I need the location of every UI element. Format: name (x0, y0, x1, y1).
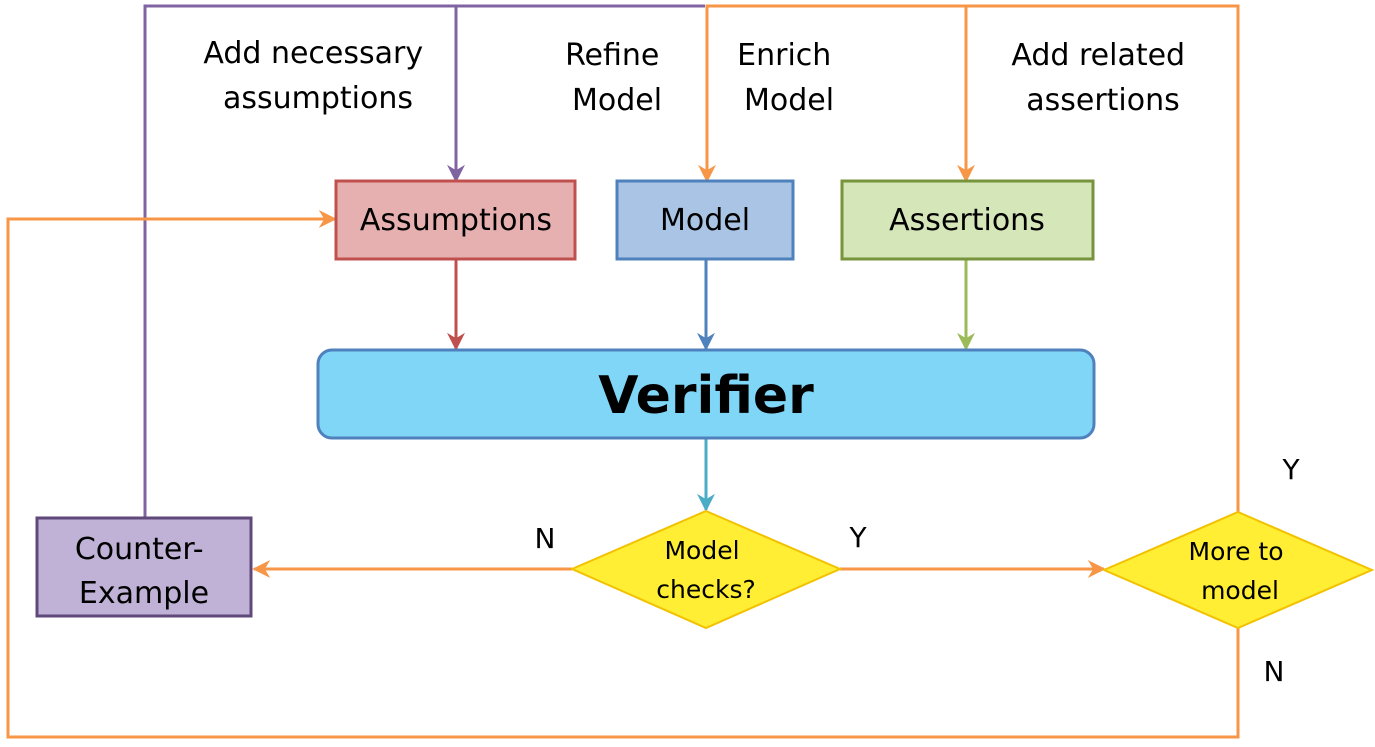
counter-example-label: Counter- Example (75, 532, 213, 611)
model-box: Model (615, 179, 795, 261)
assumptions-label: Assumptions (360, 203, 552, 238)
edge-counter-to-top (143, 4, 705, 518)
assertions-label: Assertions (889, 203, 1045, 238)
edge-more-to-model-yes (698, 4, 1240, 512)
counter-example-box: Counter- Example (35, 516, 253, 618)
edge-label-model-checks-yes: Y (848, 521, 867, 554)
caption-add-related: Add related assertions (1011, 38, 1194, 118)
more-to-model-diamond: More to model (1101, 510, 1375, 630)
caption-enrich-model: Enrich Model (737, 38, 841, 118)
edge-more-to-model-no (6, 210, 1240, 739)
assertions-box: Assertions (840, 179, 1095, 261)
edge-label-model-checks-no: N (535, 522, 556, 555)
edge-label-more-to-model-yes: Y (1281, 453, 1300, 486)
edge-label-more-to-model-no: N (1264, 655, 1285, 688)
model-checks-diamond: Model checks? (569, 509, 843, 630)
model-checks-label: Model checks? (656, 536, 756, 604)
caption-add-necessary: Add necessary assumptions (203, 36, 432, 116)
caption-refine-model: Refine Model (565, 38, 669, 118)
model-label: Model (660, 203, 750, 238)
verifier-label: Verifier (598, 366, 814, 426)
assumptions-box: Assumptions (334, 179, 577, 261)
verifier-box: Verifier (316, 348, 1096, 440)
more-to-model-label: More to model (1189, 537, 1292, 605)
